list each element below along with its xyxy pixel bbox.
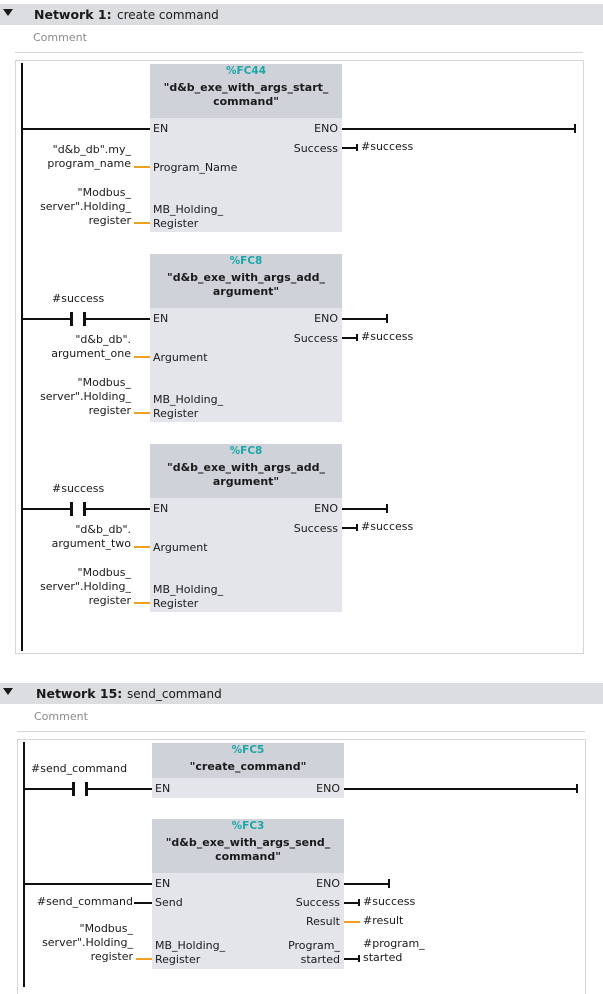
power-rail xyxy=(21,63,23,651)
network-comment[interactable]: Comment xyxy=(34,710,88,723)
block-fc-number: %FC5 xyxy=(231,744,265,756)
block-name: "d&b_exe_with_args_start_ command" xyxy=(163,81,329,108)
pin-argument: Argument xyxy=(153,541,208,554)
network-1-header[interactable]: Network 1: create command xyxy=(0,4,603,25)
network-15-header[interactable]: Network 15: send_command xyxy=(0,683,603,704)
pin-mb-holding-register: MB_Holding_ Register xyxy=(153,203,224,230)
normally-open-contact[interactable] xyxy=(70,312,73,326)
pin-mb-holding-register: MB_Holding_ Register xyxy=(155,939,226,966)
output-operand[interactable]: #success xyxy=(361,330,414,343)
pin-mb-holding-register: MB_Holding_ Register xyxy=(153,583,224,610)
pin-argument: Argument xyxy=(153,351,208,364)
block-fc-number: %FC3 xyxy=(231,820,265,832)
block-name: "d&b_exe_with_args_add_ argument" xyxy=(166,461,326,488)
pin-en: EN xyxy=(153,312,169,325)
collapse-caret-icon[interactable] xyxy=(3,9,13,16)
pin-result: Result xyxy=(306,915,340,928)
pin-eno: ENO xyxy=(314,122,338,135)
contact-label: #success xyxy=(52,482,105,495)
output-operand[interactable]: #result xyxy=(363,914,404,927)
block-fc-number: %FC44 xyxy=(225,65,266,77)
network-1-canvas xyxy=(15,60,584,654)
output-operand[interactable]: #success xyxy=(361,140,414,153)
normally-open-contact[interactable] xyxy=(72,782,75,796)
input-operand[interactable]: "d&b_db". argument_two xyxy=(51,523,131,550)
block-name: "create_command" xyxy=(189,760,307,773)
block-name: "d&b_exe_with_args_add_ argument" xyxy=(166,271,326,298)
network-title: Network 15: xyxy=(36,686,123,701)
pin-send: Send xyxy=(155,896,183,909)
input-operand[interactable]: "d&b_db".my_ program_name xyxy=(47,143,131,170)
input-operand[interactable]: "Modbus_ server".Holding_ register xyxy=(40,186,131,227)
normally-open-contact[interactable] xyxy=(70,502,73,516)
output-operand[interactable]: #success xyxy=(363,895,416,908)
network-comment[interactable]: Comment xyxy=(33,31,87,44)
input-operand[interactable]: "d&b_db". argument_one xyxy=(51,333,131,360)
collapse-caret-icon[interactable] xyxy=(3,688,13,695)
pin-eno: ENO xyxy=(316,782,340,795)
function-block[interactable]: %FC3 "d&b_exe_with_args_send_ command" E… xyxy=(152,819,344,969)
pin-program-started: Program_ started xyxy=(288,939,340,966)
pin-en: EN xyxy=(153,502,169,515)
pin-success: Success xyxy=(295,896,340,909)
pin-en: EN xyxy=(153,122,169,135)
pin-eno: ENO xyxy=(314,502,338,515)
input-operand[interactable]: "Modbus_ server".Holding_ register xyxy=(40,566,131,607)
pin-success: Success xyxy=(293,522,338,535)
pin-mb-holding-register: MB_Holding_ Register xyxy=(153,393,224,420)
network-name[interactable]: send_command xyxy=(127,687,222,701)
pin-en: EN xyxy=(155,782,171,795)
contact-label: #send_command xyxy=(31,762,128,775)
block-fc-number: %FC8 xyxy=(229,255,263,267)
pin-program-name: Program_Name xyxy=(153,161,238,174)
block-fc-number: %FC8 xyxy=(229,445,263,457)
output-operand[interactable]: #success xyxy=(361,520,414,533)
pin-success: Success xyxy=(293,142,338,155)
pin-success: Success xyxy=(293,332,338,345)
function-block[interactable]: %FC8 "d&b_exe_with_args_add_ argument" E… xyxy=(150,444,342,612)
power-rail xyxy=(23,742,25,987)
contact-label: #success xyxy=(52,292,105,305)
input-operand[interactable]: "Modbus_ server".Holding_ register xyxy=(40,376,131,417)
input-operand[interactable]: "Modbus_ server".Holding_ register xyxy=(42,922,133,963)
network-name[interactable]: create command xyxy=(117,8,219,22)
network-title: Network 1: xyxy=(34,7,112,22)
output-operand[interactable]: #program_ started xyxy=(363,937,425,964)
function-block[interactable]: %FC8 "d&b_exe_with_args_add_ argument" E… xyxy=(150,254,342,422)
block-name: "d&b_exe_with_args_send_ command" xyxy=(165,836,331,863)
input-operand[interactable]: #send_command xyxy=(36,895,133,908)
pin-eno: ENO xyxy=(316,877,340,890)
function-block[interactable]: %FC44 "d&b_exe_with_args_start_ command"… xyxy=(150,64,342,232)
pin-en: EN xyxy=(155,877,171,890)
network-15-canvas xyxy=(17,739,586,994)
function-block[interactable]: %FC5 "create_command" EN ENO xyxy=(152,743,344,798)
pin-eno: ENO xyxy=(314,312,338,325)
